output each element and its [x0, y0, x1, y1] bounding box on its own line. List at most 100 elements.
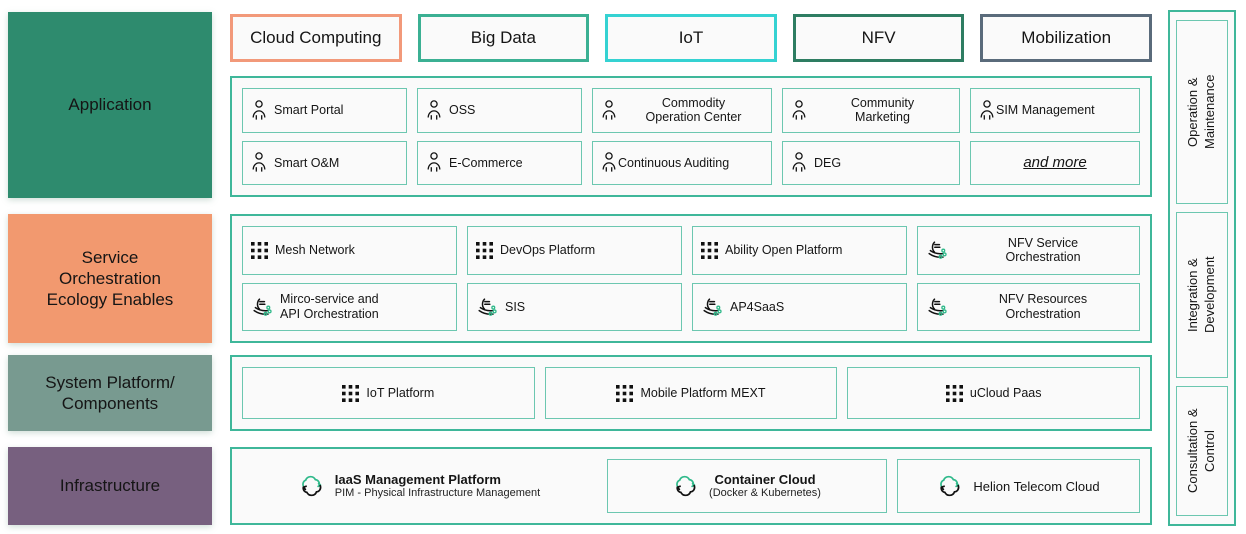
- layer-label-system-text: System Platform/ Components: [45, 372, 174, 415]
- app-item-sim-management[interactable]: SIM Management: [970, 88, 1140, 133]
- person-icon: [251, 152, 267, 173]
- app-item-smart-portal[interactable]: Smart Portal: [242, 88, 407, 133]
- panel-system-platform: IoT Platform Mobile Platform MEXT uCloud…: [230, 355, 1152, 431]
- app-item-deg[interactable]: DEG: [782, 140, 960, 185]
- service-item-devops-platform[interactable]: DevOps Platform: [467, 226, 682, 275]
- infra-item-iaas-title: IaaS Management Platform: [334, 471, 501, 487]
- app-item-smart-portal-label: Smart Portal: [274, 103, 344, 118]
- layer-label-infrastructure-text: Infrastructure: [59, 476, 161, 496]
- service-item-ability-open-platform[interactable]: Ability Open Platform: [692, 226, 907, 275]
- application-row-2: Smart O&M E-Commerce Continuous Auditing…: [242, 140, 1140, 185]
- system-item-iot-platform-label: IoT Platform: [366, 385, 435, 400]
- app-item-e-commerce-label: E-Commerce: [449, 155, 523, 170]
- orchestration-wave-icon: [476, 297, 498, 317]
- service-item-micro-service-api-orchestration-label: Mirco-service and API Orchestration: [280, 292, 379, 321]
- tag-nfv[interactable]: NFV: [792, 14, 965, 62]
- micro-service-line-2: API Orchestration: [280, 306, 379, 321]
- app-item-and-more-label: and more: [1023, 154, 1087, 172]
- tag-big-data-label: Big Data: [470, 28, 536, 47]
- layer-label-service-text: Service Orchestration Ecology Enables: [47, 247, 174, 311]
- tag-iot-label: IoT: [678, 28, 704, 47]
- service-item-nfv-resources-orchestration-label: NFV Resources Orchestration: [955, 292, 1131, 321]
- service-item-ap4saas[interactable]: AP4SaaS: [692, 282, 907, 331]
- community-line-2: Marketing: [855, 110, 910, 125]
- sidebar-item-integration-development-label: Integration & Development: [1185, 256, 1217, 334]
- service-item-micro-service-api-orchestration[interactable]: Mirco-service and API Orchestration: [242, 282, 457, 331]
- service-item-mesh-network-label: Mesh Network: [275, 243, 355, 258]
- system-item-mobile-platform-mext-label: Mobile Platform MEXT: [640, 385, 766, 400]
- tag-mobilization-label: Mobilization: [1021, 28, 1112, 47]
- grid-dots-icon: [251, 242, 268, 259]
- service-item-ability-open-platform-label: Ability Open Platform: [725, 243, 843, 258]
- cloud-refresh-icon: [937, 475, 963, 497]
- grid-dots-icon: [946, 385, 963, 402]
- layer-label-system-platform: System Platform/ Components: [8, 355, 212, 431]
- service-grid: Mesh Network DevOps Platform Ability Ope…: [242, 226, 1140, 331]
- community-line-1: Community: [850, 95, 915, 110]
- tag-cloud-computing[interactable]: Cloud Computing: [230, 14, 402, 62]
- cloud-refresh-icon: [299, 475, 325, 497]
- app-item-e-commerce[interactable]: E-Commerce: [417, 140, 582, 185]
- layer-label-service-orchestration: Service Orchestration Ecology Enables: [8, 214, 212, 343]
- app-item-community-marketing-label: Community Marketing: [814, 96, 951, 125]
- tag-iot[interactable]: IoT: [605, 14, 777, 62]
- infra-item-container-cloud-subtitle: (Docker & Kubernetes): [709, 487, 821, 500]
- system-item-ucloud-paas[interactable]: uCloud Paas: [847, 367, 1141, 419]
- infra-item-container-cloud-text: Container Cloud (Docker & Kubernetes): [709, 472, 821, 501]
- service-item-nfv-service-orchestration[interactable]: NFV Service Orchestration: [917, 226, 1140, 275]
- person-icon: [791, 152, 807, 173]
- app-item-community-marketing[interactable]: Community Marketing: [782, 88, 960, 133]
- app-item-oss-label: OSS: [449, 103, 476, 118]
- layer-label-application: Application: [8, 12, 212, 198]
- tag-mobilization[interactable]: Mobilization: [980, 14, 1152, 62]
- person-icon: [426, 100, 442, 121]
- app-item-and-more[interactable]: and more: [970, 140, 1140, 185]
- grid-dots-icon: [616, 385, 633, 402]
- nfv-resources-line-1: NFV Resources: [998, 292, 1088, 307]
- sidebar-item-operation-maintenance[interactable]: Operation & Maintenance: [1176, 20, 1228, 204]
- system-item-ucloud-paas-label: uCloud Paas: [969, 385, 1042, 400]
- infra-item-helion-telecom-cloud[interactable]: Helion Telecom Cloud: [897, 459, 1140, 513]
- app-item-commodity-operation-center-label: Commodity Operation Center: [624, 96, 763, 125]
- tag-big-data[interactable]: Big Data: [417, 14, 590, 62]
- app-item-commodity-operation-center[interactable]: Commodity Operation Center: [592, 88, 772, 133]
- service-item-nfv-resources-orchestration[interactable]: NFV Resources Orchestration: [917, 282, 1140, 331]
- domain-tag-row: Cloud Computing Big Data IoT NFV Mobiliz…: [230, 14, 1152, 62]
- infrastructure-grid: IaaS Management Platform PIM - Physical …: [242, 459, 1140, 513]
- person-icon: [791, 100, 807, 121]
- system-item-mobile-platform-mext[interactable]: Mobile Platform MEXT: [544, 367, 838, 419]
- system-item-iot-platform[interactable]: IoT Platform: [242, 367, 535, 419]
- service-label-line-2: Orchestration: [58, 268, 162, 288]
- grid-dots-icon: [476, 242, 493, 259]
- panel-infrastructure: IaaS Management Platform PIM - Physical …: [230, 447, 1152, 525]
- orchestration-wave-icon: [926, 240, 948, 260]
- layer-label-infrastructure: Infrastructure: [8, 447, 212, 525]
- infra-item-iaas-management-platform[interactable]: IaaS Management Platform PIM - Physical …: [242, 459, 597, 513]
- service-item-sis[interactable]: SIS: [467, 282, 682, 331]
- app-item-continuous-auditing[interactable]: Continuous Auditing: [592, 140, 772, 185]
- service-item-ap4saas-label: AP4SaaS: [730, 299, 785, 314]
- service-row-2: Mirco-service and API Orchestration SIS …: [242, 282, 1140, 331]
- nfv-resources-line-2: Orchestration: [1005, 306, 1081, 321]
- system-grid: IoT Platform Mobile Platform MEXT uCloud…: [242, 367, 1141, 419]
- sidebar-item-operation-maintenance-label: Operation & Maintenance: [1185, 74, 1217, 150]
- service-item-nfv-service-orchestration-label: NFV Service Orchestration: [955, 236, 1131, 265]
- service-item-mesh-network[interactable]: Mesh Network: [242, 226, 457, 275]
- infra-item-iaas-text: IaaS Management Platform PIM - Physical …: [335, 472, 540, 501]
- system-row-1: IoT Platform Mobile Platform MEXT uCloud…: [242, 367, 1141, 419]
- person-icon: [979, 100, 995, 121]
- sidebar-item-integration-development[interactable]: Integration & Development: [1176, 212, 1228, 378]
- infra-item-container-cloud[interactable]: Container Cloud (Docker & Kubernetes): [607, 459, 887, 513]
- layer-label-application-text: Application: [68, 95, 152, 115]
- sidebar-item-consultation-control[interactable]: Consultation & Control: [1176, 386, 1228, 516]
- app-item-oss[interactable]: OSS: [417, 88, 582, 133]
- infra-item-helion-telecom-cloud-title: Helion Telecom Cloud: [973, 478, 1100, 494]
- panel-application: Smart Portal OSS Commodity Operation Cen…: [230, 76, 1152, 197]
- app-item-deg-label: DEG: [814, 155, 842, 170]
- system-label-line-2: Components: [61, 394, 159, 413]
- cloud-refresh-icon: [673, 475, 699, 497]
- commodity-line-1: Commodity: [661, 95, 726, 110]
- service-row-1: Mesh Network DevOps Platform Ability Ope…: [242, 226, 1140, 275]
- grid-dots-icon: [701, 242, 718, 259]
- app-item-smart-om[interactable]: Smart O&M: [242, 140, 407, 185]
